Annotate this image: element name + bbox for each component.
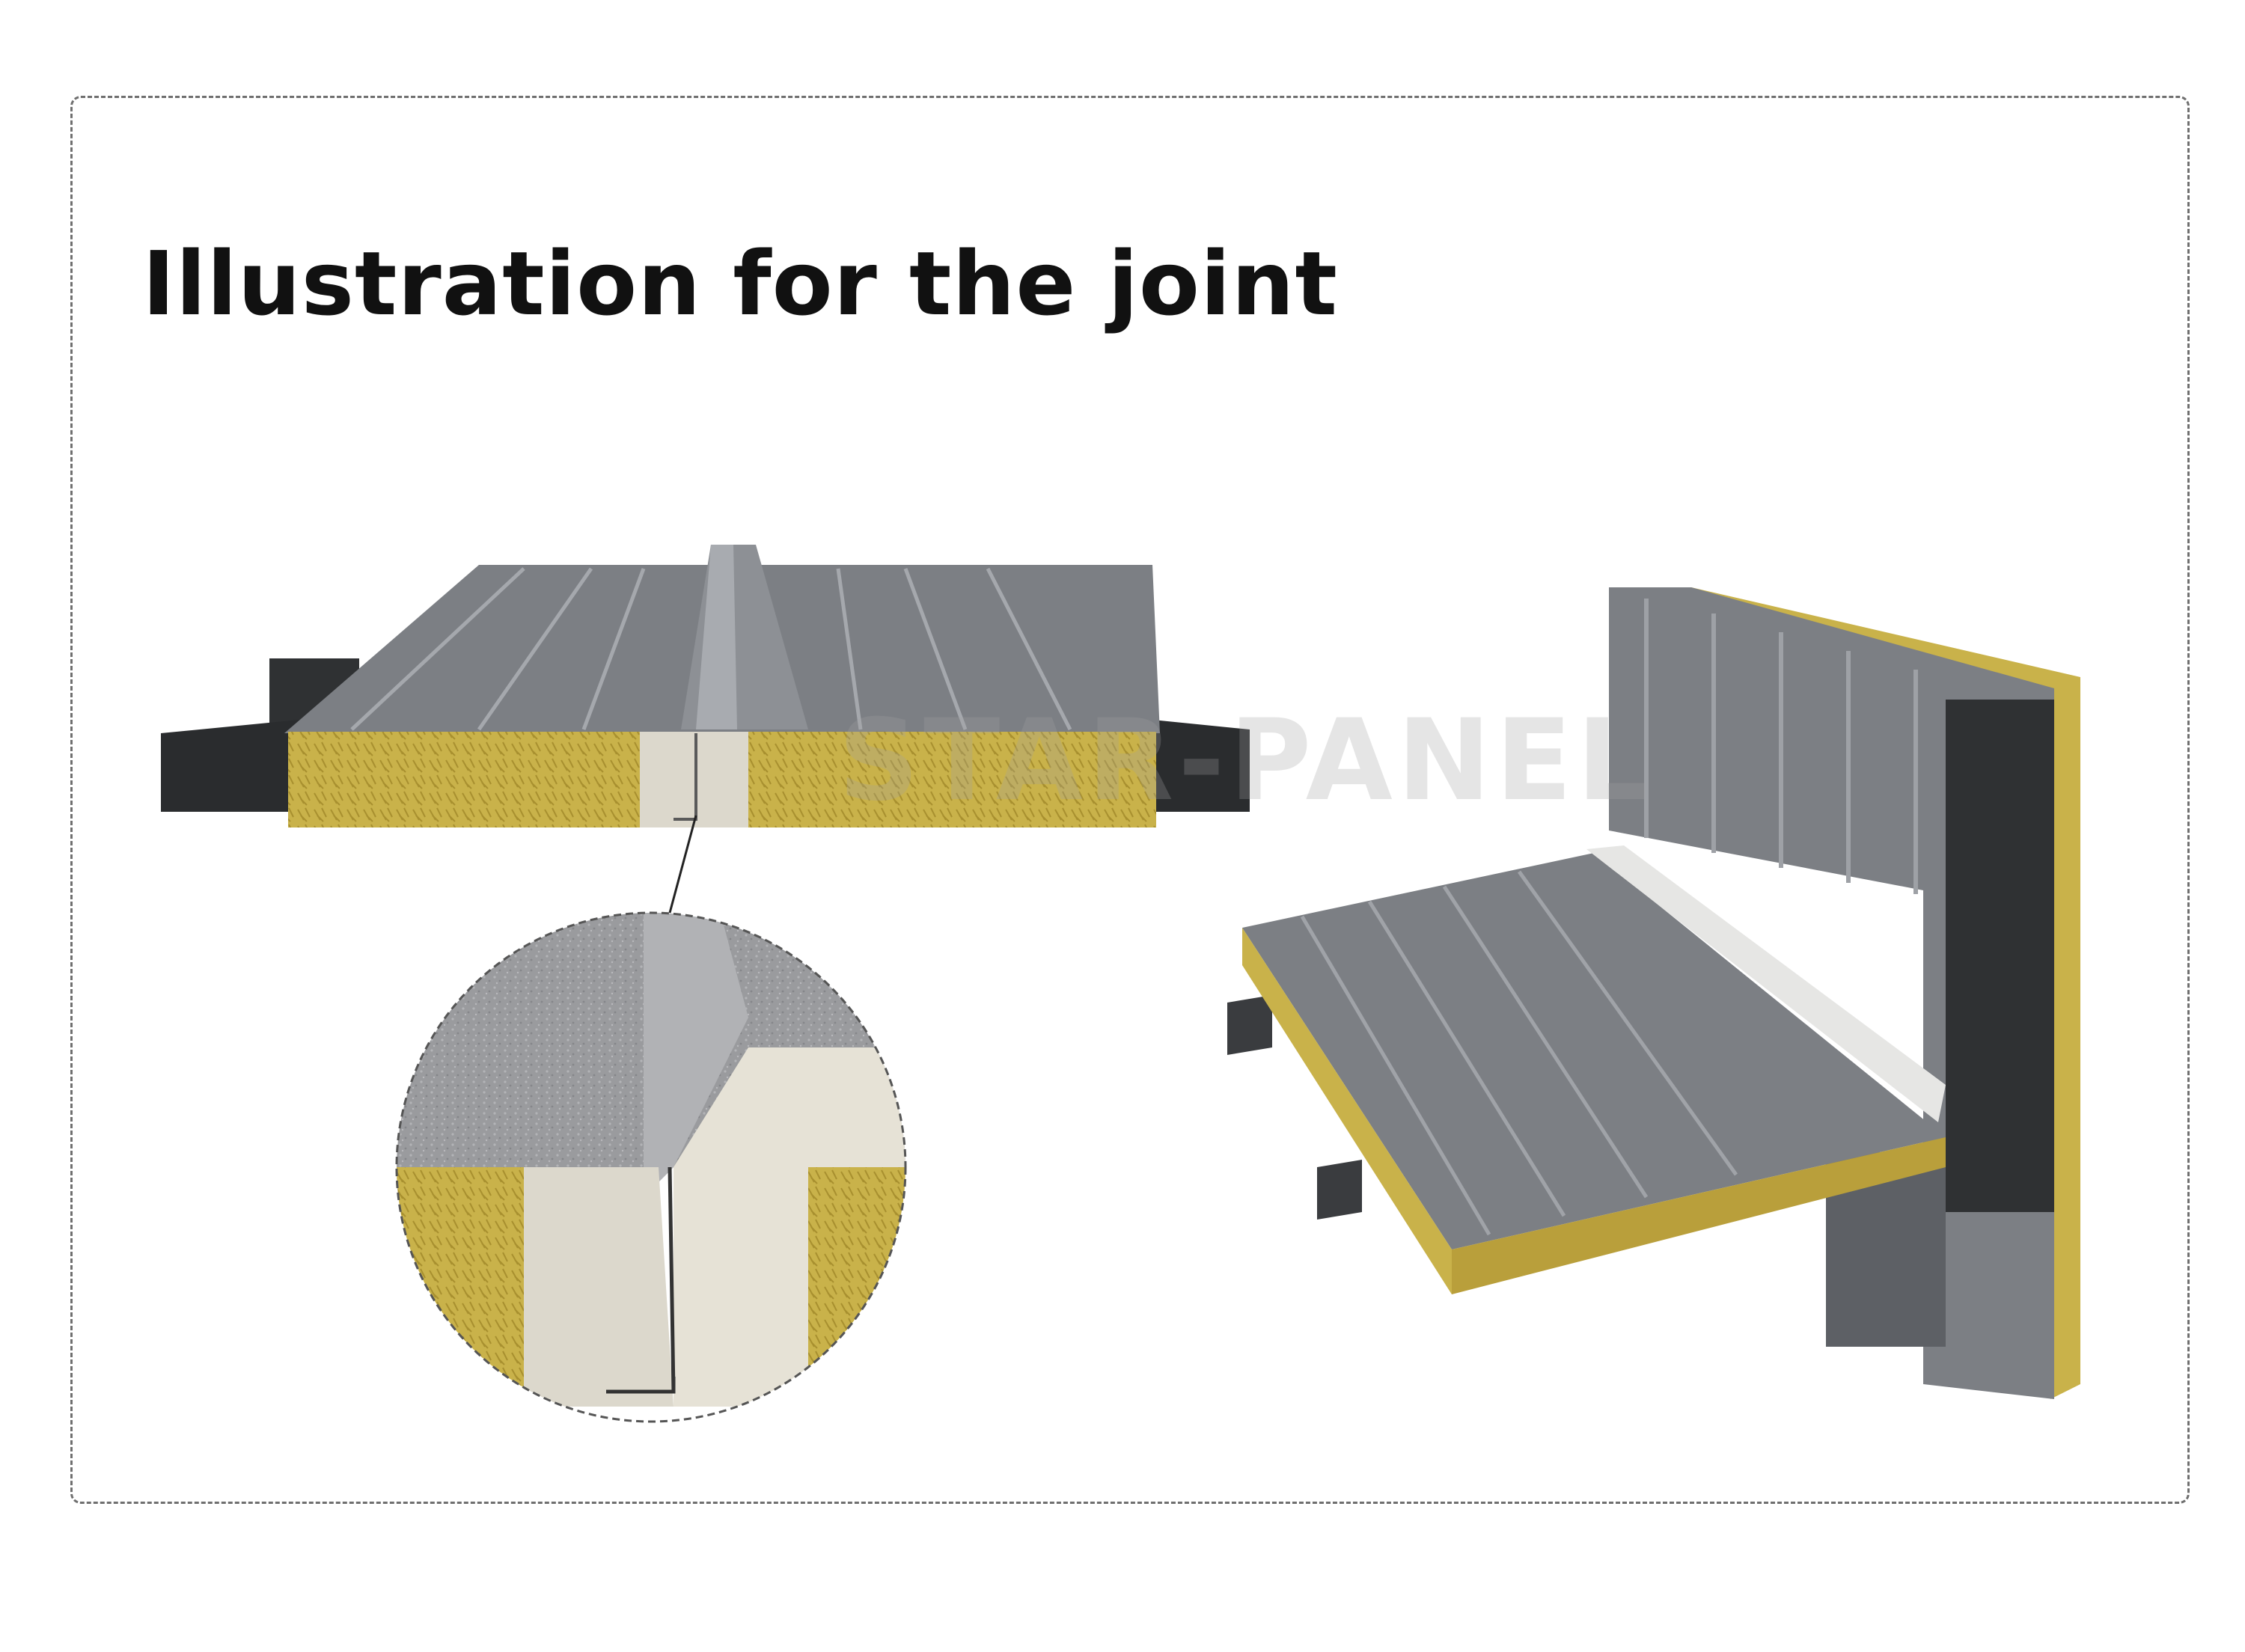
joint-seal	[640, 732, 748, 827]
leader-line	[668, 815, 697, 914]
page-title: Illustration for the joint	[142, 232, 1338, 335]
right-panel-assembly	[1227, 587, 2080, 1399]
flashing-strip	[1586, 845, 1946, 1122]
dashed-frame	[70, 96, 2190, 1504]
panel-ribs	[350, 567, 1072, 731]
rockwool-core-left	[288, 732, 640, 827]
wall-rockwool-edge	[1691, 587, 2080, 1399]
roof-rockwool-edge	[1242, 928, 1452, 1294]
rockwool-core-right	[748, 732, 1156, 827]
roof-sheet	[1242, 853, 1946, 1249]
left-panel-assembly	[161, 545, 1250, 914]
support-column	[1946, 700, 2054, 1212]
purlins	[1227, 995, 1362, 1220]
watermark: STAR-PANEL	[838, 696, 1653, 826]
joint-detail-magnifier	[395, 911, 907, 1423]
